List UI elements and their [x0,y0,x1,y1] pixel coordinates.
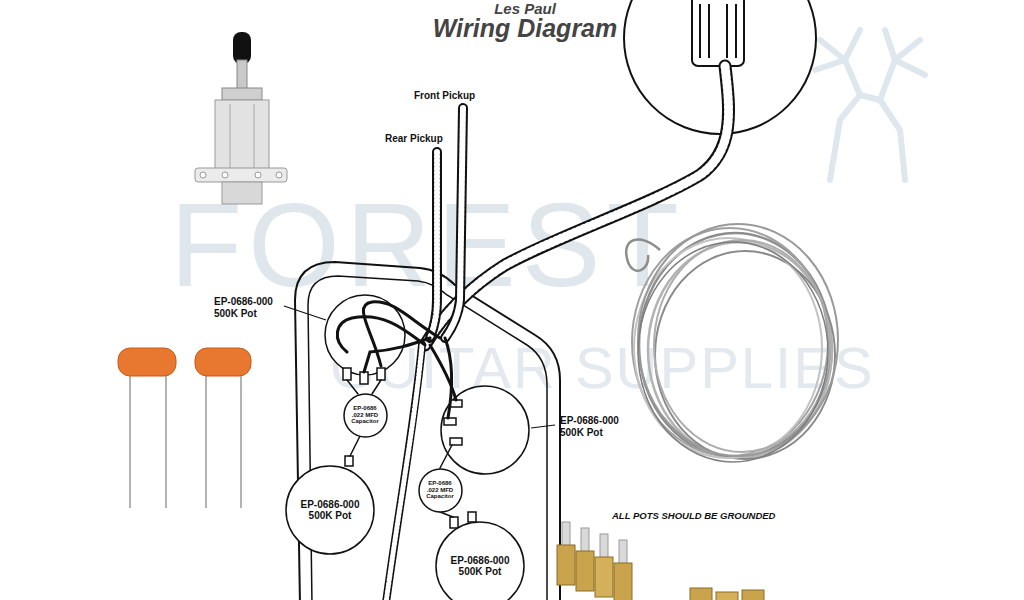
capacitor-circle: EP-0686 .022 MFD Capacitor [418,468,463,513]
pot-wires [347,380,381,394]
switch-cavity [692,0,744,66]
pickup-label: Rear Pickup [383,133,445,145]
toggle-switch-photo [276,172,282,178]
pot-photos [581,528,589,552]
toggle-switch-photo [255,172,261,178]
volume-tone-pots [360,372,368,384]
leader-lines [531,425,555,428]
toggle-switch-photo [233,32,251,64]
orange-capacitor-photos [165,374,167,508]
node-text: EP-0686-000 500K Pot [294,499,366,522]
toggle-switch-photo [230,104,231,168]
diagram-title: Wiring Diagram [400,14,650,43]
pot-photos [595,557,613,597]
pot-photos [600,534,608,558]
pot-photos [576,551,594,591]
node-text-group: EP-0686 .022 MFD Capacitor [349,405,381,426]
orange-capacitor-photos [118,348,251,508]
volume-tone-pots [450,438,462,445]
braided-wire-coil [638,224,838,456]
braided-wires [425,66,729,345]
toggle-switch-photo [222,182,262,204]
pickup-label: Front Pickup [412,90,477,102]
pot-photos [716,592,738,600]
pot-wires [445,338,452,418]
volume-tone-pots [468,512,476,522]
switch-cavity [708,4,710,58]
pot-wires [350,436,360,456]
node-text: EP-0686 .022 MFD Capacitor [424,480,456,501]
leader-lines [284,306,555,428]
orange-capacitor-photos [240,374,242,508]
braided-wire-coil [654,240,830,452]
pot-photos [562,522,570,546]
braided-wires [430,152,437,338]
node-text: EP-0686-000 500K Pot [444,555,516,578]
pot-wires [440,512,453,517]
pot-photos [557,522,764,600]
volume-tone-pots [441,386,529,474]
capacitor-circle: EP-0686 .022 MFD Capacitor [343,393,388,438]
node-text-group: EP-0686 .022 MFD Capacitor [424,480,456,501]
deer-logo-watermark [830,95,905,180]
pot-circle: EP-0686-000 500K Pot [285,465,375,555]
pot-photos [557,545,575,585]
orange-capacitor-photos [129,374,131,508]
leader-lines [284,306,326,320]
deer-logo-watermark [815,30,860,95]
braided-wires [385,345,422,600]
braided-wire-coil [626,224,838,462]
braided-wires [445,108,463,338]
node-outline [286,466,374,554]
braided-wires [425,66,729,345]
pot-photos [614,563,632,600]
node-outline [419,469,462,512]
braided-wires [430,152,437,338]
braided-wires [385,345,422,600]
pot-photos [690,588,712,600]
node-outline [344,394,387,437]
orange-capacitor-photos [195,348,251,376]
pot-wires [440,445,452,468]
braided-wire-coil [626,240,660,271]
toggle-switch-photo [195,168,287,182]
node-outline [436,522,524,600]
toggle-switch-photo [222,172,228,178]
braided-wires [445,108,463,338]
volume-tone-pots [444,418,456,425]
pot-wires [363,302,440,366]
wiring-note: ALL POTS SHOULD BE GROUNDED [612,511,775,522]
orange-capacitor-photos [205,374,207,508]
volume-tone-pots [343,368,351,380]
node-text-group: EP-0686-000 500K Pot [294,499,366,522]
node-text: EP-0686 .022 MFD Capacitor [349,405,381,426]
toggle-switch-photo [195,32,287,204]
toggle-switch-photo [254,104,255,168]
volume-tone-pots [450,517,458,528]
pot-circle: EP-0686-000 500K Pot [435,521,525,600]
pot-photos [742,590,764,600]
volume-tone-pots [377,368,385,380]
switch-cavity [735,4,737,58]
deer-logo-watermark [880,30,925,100]
node-text-group: EP-0686-000 500K Pot [444,555,516,578]
pot-photos [619,540,627,564]
pot-wires [337,317,425,352]
braided-wire-coil [655,251,835,459]
switch-cavity [699,4,701,58]
toggle-switch-photo [215,100,269,172]
braided-wire-coil [638,242,828,462]
orange-capacitor-photos [118,348,176,376]
toggle-switch-photo [222,88,262,100]
part-callout: EP-0686-000 500K Pot [560,415,640,438]
part-callout: EP-0686-000 500K Pot [214,296,294,319]
toggle-switch-photo [200,172,206,178]
switch-cavity [726,4,728,58]
deer-logo-watermark [815,30,925,180]
model-name: Les Paul [440,0,610,17]
volume-tone-pots [345,456,353,466]
